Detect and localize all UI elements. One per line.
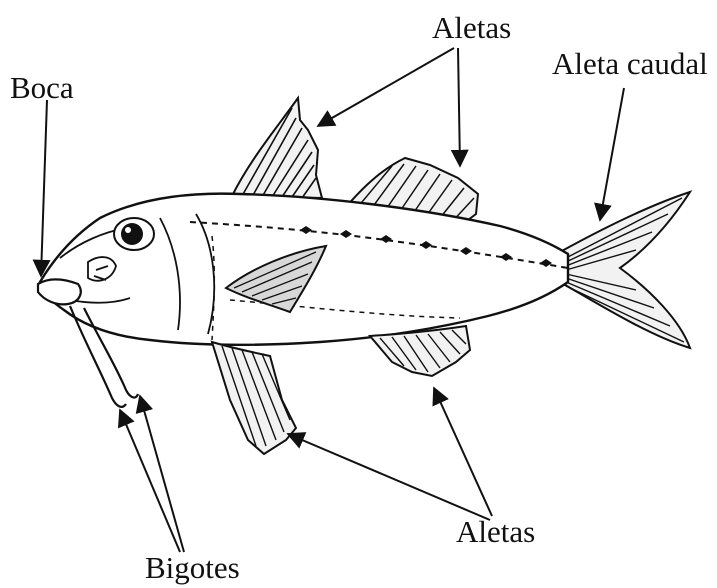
label-aleta-caudal: Aleta caudal	[552, 48, 708, 79]
mouth	[38, 280, 81, 305]
arrow-aletas-top-1	[318, 48, 454, 126]
eye	[114, 218, 154, 250]
arrow-aleta-caudal	[600, 88, 624, 220]
arrow-aletas-top-2	[458, 48, 460, 166]
first-dorsal-fin	[232, 98, 322, 198]
label-aletas-bottom: Aletas	[456, 516, 535, 547]
label-bigotes: Bigotes	[145, 552, 240, 583]
label-boca: Boca	[10, 72, 74, 103]
pelvic-fin	[212, 342, 296, 454]
caudal-fin	[560, 192, 690, 348]
arrow-boca	[41, 100, 47, 276]
arrow-aletas-bottom-2	[434, 388, 492, 516]
label-aletas-top: Aletas	[432, 12, 511, 43]
